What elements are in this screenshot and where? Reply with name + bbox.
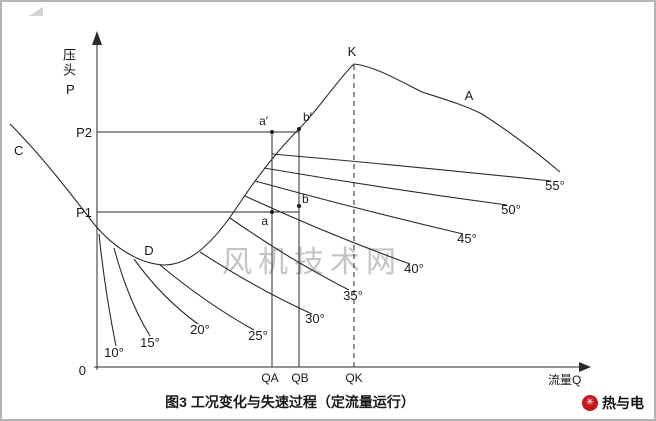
angle-label-50: 50° [501,202,521,217]
angle-label-15: 15° [140,335,160,350]
label-c: C [14,143,23,158]
label-b: b [302,192,309,206]
label-a-prime: a′ [259,114,269,128]
angle-label-35: 35° [343,288,363,303]
qa-tick-label: QA [261,371,278,385]
y-axis-symbol: P [66,82,75,97]
angle-label-45: 45° [457,231,477,246]
label-a-major: A [465,88,474,103]
y-axis-arrow-icon [92,31,102,45]
label-k: K [348,44,357,59]
point-b-dot [297,204,301,208]
angle-label-55: 55° [545,178,565,193]
angle-curve-30 [199,251,313,315]
angle-label-30: 30° [305,311,325,326]
angle-label-40: 40° [404,261,424,276]
angle-label-10: 10° [104,345,124,360]
label-b-prime: b′ [303,110,313,124]
angle-curve-35 [229,217,350,291]
watermark-text: 风机技术网 [222,246,402,279]
angle-curve-45 [254,180,464,235]
y-axis-label: 压头 [61,48,76,78]
qb-tick-label: QB [291,371,308,385]
angle-label-20: 20° [190,322,210,337]
point-b-prime-dot [297,127,301,131]
brand-logo-icon: ✳ [582,395,598,411]
p2-label: P2 [76,125,92,140]
label-a: a [261,214,268,228]
angle-curve-20 [133,258,199,325]
main-fan-curve [9,63,561,266]
origin-label: 0 [79,363,86,378]
angle-curve-25 [159,264,255,331]
corner-artifact-icon [29,7,43,16]
angle-curve-15 [113,247,151,337]
label-d: D [144,243,153,258]
qk-tick-label: QK [345,371,362,385]
angle-curve-10 [98,233,117,347]
x-axis-arrow-icon [579,362,591,372]
brand-name: 热与电 [602,395,644,411]
brand-mark: ✳ 热与电 [582,393,644,413]
point-a-dot [270,210,274,214]
point-a-prime-dot [270,130,274,134]
angle-curve-50 [263,167,508,206]
angle-curve-55 [271,153,552,182]
angle-curve-40 [244,195,411,265]
angle-label-25: 25° [248,328,268,343]
p1-label: P1 [76,205,92,220]
x-axis-label: 流量Q [548,373,581,387]
figure-caption: 图3 工况变化与失速过程（定流量运行） [165,394,415,410]
